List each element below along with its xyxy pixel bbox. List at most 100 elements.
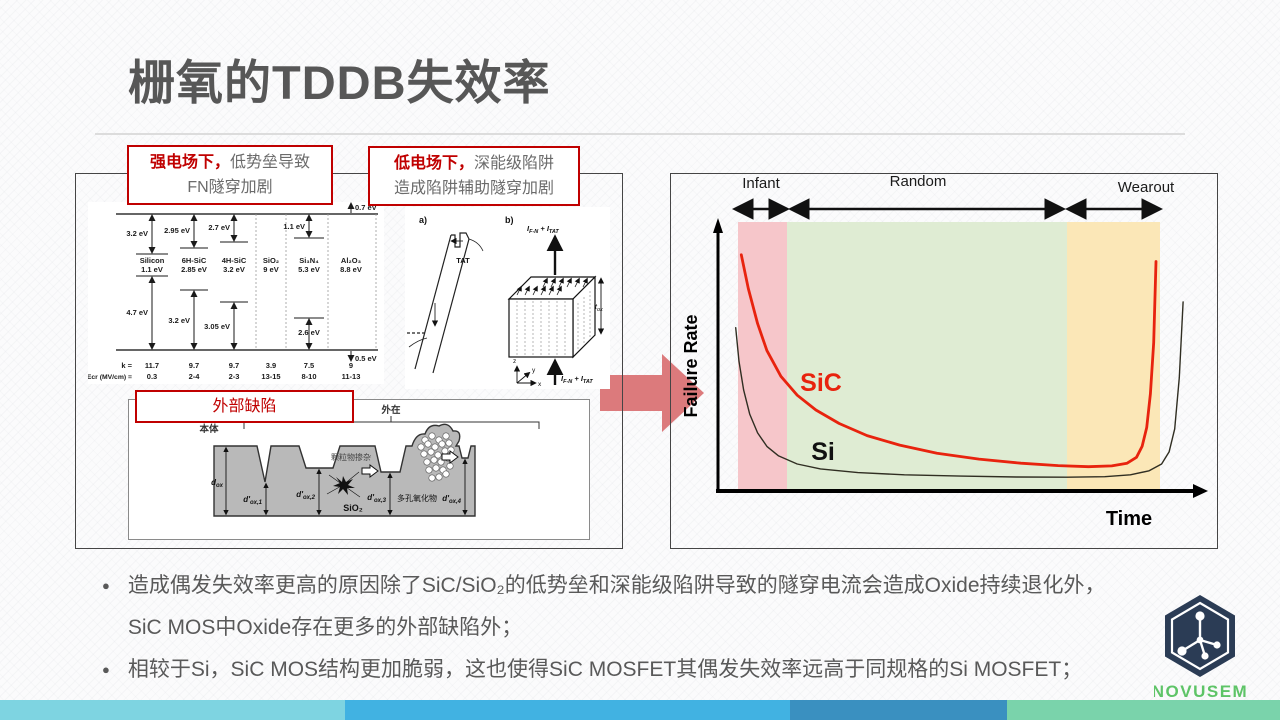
y-axis-arrowhead-icon — [713, 218, 723, 233]
callout-strong-tail: 低势垒导致 — [230, 154, 311, 171]
band-sin-name: Si₃N₄ — [299, 256, 319, 265]
bathtub-chart: Infant Random Wearout Failure Rate Time … — [681, 173, 1208, 530]
footer-bar-segment-1 — [0, 700, 345, 720]
band-ecr-label: Ecr (MV/cm) = — [88, 374, 132, 381]
dim-dox1-base: d' — [243, 495, 251, 504]
tat-label-b: b) — [505, 215, 514, 225]
dim-dox3-base: d' — [367, 493, 375, 502]
dim-dox2: d'ox,2 — [296, 490, 315, 501]
tat-current-bottom: IF-N + ITAT — [561, 374, 593, 385]
band-4h-top: 2.7 eV — [208, 223, 230, 232]
transition-arrow — [600, 354, 704, 432]
band-6h-name: 6H-SiC — [182, 256, 207, 265]
callout-strong-field: 强电场下，低势垒导致 FN隧穿加剧 — [127, 145, 333, 205]
band-6h-gap: 2.85 eV — [181, 265, 207, 274]
tat-cur-i2: I — [547, 224, 550, 233]
callout-strong-lead: 强电场下， — [149, 154, 230, 171]
tat-label: TAT — [456, 256, 470, 265]
tat-cur-i1: I — [527, 224, 530, 233]
defect-bulk-label: 本体 — [199, 423, 219, 435]
callout-weak-tail: 深能级陷阱 — [474, 155, 555, 172]
defect-porous-label: 多孔氧化物 — [397, 493, 437, 503]
dim-dox1-sub: ox,1 — [250, 500, 263, 506]
band-alo-gap: 8.8 eV — [340, 265, 362, 274]
novusem-logo: NOVUSEM — [1154, 595, 1246, 701]
bullet-1-continued: ● SiC MOS中Oxide存在更多的外部缺陷外； — [102, 614, 1172, 641]
dim-dox3-sub: ox,3 — [374, 498, 387, 504]
band-ecr-2: 2-3 — [229, 372, 240, 381]
callout-external-defect: 外部缺陷 — [135, 390, 354, 423]
dim-dox2-sub: ox,2 — [303, 495, 316, 501]
curve-si — [734, 301, 1184, 478]
band-offset-diagram: 3.2 eV Silicon 1.1 eV 4.7 eV 2.95 eV 6H-… — [88, 202, 384, 384]
band-ecr-1: 2-4 — [189, 372, 201, 381]
series-label-si: Si — [811, 438, 835, 466]
region-random — [787, 222, 1067, 491]
tat-diagram: a) b) TAT IF-N + ITAT tox — [405, 207, 610, 389]
bullet-2: ● 相较于Si，SiC MOS结构更加脆弱，这也使得SiC MOSFET其偶发失… — [102, 656, 1172, 683]
band-k-4: 7.5 — [304, 361, 314, 370]
dim-dox3: d'ox,3 — [367, 493, 386, 504]
bullet-2-text: 相较于Si，SiC MOS结构更加脆弱，这也使得SiC MOSFET其偶发失效率… — [127, 658, 1083, 681]
footer-bar-segment-2 — [345, 700, 790, 720]
bullet-marker-icon: ● — [102, 578, 110, 593]
dim-dox-sub: ox — [216, 483, 224, 489]
band-ecr-4: 8-10 — [301, 372, 316, 381]
phase-label-infant: Infant — [742, 175, 780, 192]
logo-hexagon-inner-border — [1170, 601, 1230, 671]
x-axis-label: Time — [1106, 508, 1152, 530]
series-label-sic: SiC — [800, 369, 842, 397]
tat-axis-x: x — [538, 381, 542, 388]
bathtub-chart-panel — [670, 173, 1218, 549]
tat-tox-label: tox — [595, 304, 603, 313]
band-k-label: k = — [121, 361, 132, 370]
callout-strong-line1: 强电场下，低势垒导致 — [129, 150, 331, 175]
tat-cur-s1: F-N — [529, 229, 539, 235]
region-infant — [738, 222, 787, 491]
tat-label-a: a) — [419, 215, 427, 225]
left-diagrams-panel — [75, 173, 623, 549]
dim-dox4-sub: ox,4 — [449, 499, 462, 505]
dim-dox: dox — [211, 478, 224, 489]
callout-weak-line1: 低电场下，深能级陷阱 — [370, 151, 578, 176]
tat-cur-s2: TAT — [549, 229, 560, 235]
x-axis-arrowhead-icon — [1193, 484, 1208, 498]
tat-current-top: IF-N + ITAT — [527, 224, 559, 235]
band-alo-top: 0.7 eV — [355, 203, 377, 212]
band-k-3: 3.9 — [266, 361, 276, 370]
band-sin-bottom: 2.6 eV — [298, 328, 320, 337]
band-sin-gap: 5.3 eV — [298, 265, 320, 274]
band-alo-name: Al₂O₃ — [341, 256, 362, 265]
band-ecr-3: 13-15 — [261, 372, 280, 381]
band-6h-top: 2.95 eV — [164, 226, 190, 235]
defect-extrinsic-label: 外在 — [380, 404, 401, 416]
right-block-arrow-icon — [600, 354, 704, 432]
oxide-cross-section — [213, 423, 476, 517]
bullet-1-text: 造成偶发失效率更高的原因除了SiC/SiO₂的低势垒和深能级陷阱导致的隧穿电流会… — [127, 574, 1106, 597]
tat-cur-i1b: I — [561, 374, 564, 383]
callout-strong-line2: FN隧穿加剧 — [187, 179, 273, 196]
defect-pointer-arrows — [361, 450, 459, 478]
tat-cur-plus: + — [538, 224, 547, 233]
callout-weak-lead: 低电场下， — [393, 155, 474, 172]
footer-bar-segment-3 — [790, 700, 1007, 720]
dim-dox-base: d — [211, 478, 217, 487]
dim-dox4: d'ox,4 — [442, 494, 461, 505]
bullet-list: ● 造成偶发失效率更高的原因除了SiC/SiO₂的低势垒和深能级陷阱导致的隧穿电… — [102, 572, 1172, 698]
band-si-top: 3.2 eV — [126, 229, 148, 238]
band-4h-bottom: 3.05 eV — [204, 322, 230, 331]
band-si-bottom: 4.7 eV — [126, 308, 148, 317]
dim-dox1: d'ox,1 — [243, 495, 262, 506]
dim-dox4-base: d' — [442, 494, 450, 503]
callout-weak-field: 低电场下，深能级陷阱 造成陷阱辅助隧穿加剧 — [368, 146, 580, 206]
tat-tox-sub: ox — [597, 307, 603, 313]
defect-diagram: 本体 外在 dox d'ox,1 d'ox,2 d'ox,3 d'ox,4 颗粒… — [199, 404, 540, 517]
tat-cur-plusb: + — [572, 374, 581, 383]
bullet-1: ● 造成偶发失效率更高的原因除了SiC/SiO₂的低势垒和深能级陷阱导致的隧穿电… — [102, 572, 1172, 599]
band-4h-name: 4H-SiC — [222, 256, 247, 265]
tat-cur-i2b: I — [581, 374, 584, 383]
band-ecr-0: 0.3 — [147, 372, 157, 381]
callout-weak-line2: 造成陷阱辅助隧穿加剧 — [393, 180, 554, 197]
particle-star-icon — [326, 471, 361, 498]
footer-bar-segment-4 — [1007, 700, 1280, 720]
